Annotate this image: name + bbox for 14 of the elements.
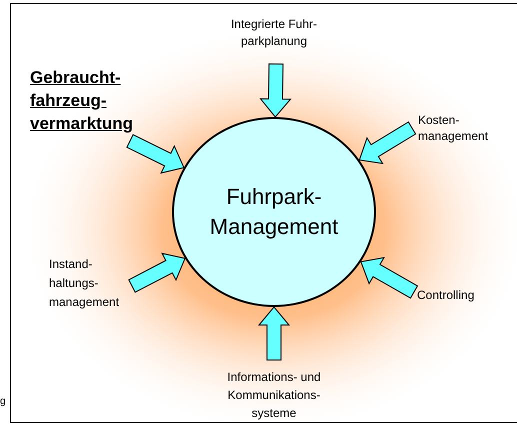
cut-off-text: g <box>0 396 6 408</box>
topic-label: Informations- und Kommunikations- systeme <box>226 369 322 422</box>
block-arrow <box>126 134 185 174</box>
center-title: Fuhrpark- Management <box>209 183 339 241</box>
topic-label: Instand- haltungs- management <box>49 256 120 311</box>
block-arrow <box>259 63 292 118</box>
topic-label: Integrierte Fuhr- parkplanung <box>230 16 318 50</box>
block-arrow <box>360 256 418 299</box>
topic-label: Gebraucht- fahrzeug- vermarktung <box>30 67 134 135</box>
topic-label: Controlling <box>417 287 476 303</box>
block-arrow <box>128 252 186 293</box>
topic-label: Kosten- management <box>418 112 490 144</box>
block-arrow <box>358 121 416 164</box>
block-arrow <box>258 306 290 360</box>
